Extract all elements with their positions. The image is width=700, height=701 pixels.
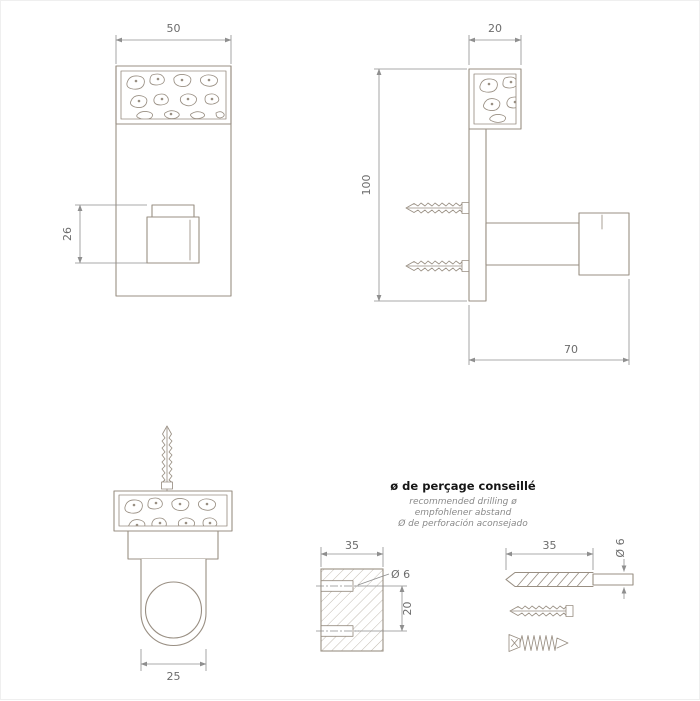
drill-hole-bottom <box>316 625 359 637</box>
dim-hole-spacing: 20 <box>355 585 414 632</box>
wall-plug-detail <box>509 605 574 617</box>
drill-bit <box>505 571 634 588</box>
drilling-title: ø de perçage conseillé <box>390 479 536 493</box>
drilling-translation-es: Ø de perforación aconsejado <box>397 518 528 529</box>
dim-drill-diameter-label: Ø 6 <box>614 538 627 557</box>
bottom-decor-band-inner <box>118 494 228 527</box>
bottom-hook-ring <box>144 581 203 639</box>
side-hook-arm <box>485 222 580 266</box>
drilling-translation-de: empfohlener abstand <box>415 508 512 518</box>
dim-side-height-label: 100 <box>360 175 373 196</box>
front-hook-cap <box>151 204 195 218</box>
dim-drilling-depth-label: 35 <box>543 539 557 552</box>
dim-side-height: 100 <box>360 68 467 302</box>
drill-hole-top <box>316 580 359 592</box>
dim-hole-diameter-label: Ø 6 <box>391 568 410 581</box>
dim-side-projection: 70 <box>468 279 630 365</box>
side-hook-knob <box>578 212 630 276</box>
dim-front-hook-height: 26 <box>61 204 147 264</box>
dim-drilling-depth: 35 <box>505 539 594 570</box>
dim-hole-spacing-label: 20 <box>401 602 414 616</box>
dim-template-width: 35 <box>320 539 384 567</box>
side-mounting-plate <box>468 128 487 302</box>
front-decor-band-inner <box>120 70 227 120</box>
hole-template: 35 Ø 6 20 <box>316 539 414 652</box>
side-view: 20 100 70 <box>360 22 630 365</box>
dim-side-depth: 20 <box>468 22 522 65</box>
screw-recess-icon <box>511 639 518 647</box>
front-decor-band <box>115 65 232 125</box>
dim-bottom-width-label: 25 <box>167 670 181 683</box>
bottom-hook-outline <box>140 559 207 647</box>
dim-front-hook-height-label: 26 <box>61 227 74 241</box>
drill-detail: 35 Ø 6 <box>505 538 634 652</box>
drill-shank <box>592 573 634 586</box>
dim-front-width-label: 50 <box>167 22 181 35</box>
drilling-translation-en: recommended drilling ø <box>409 497 517 507</box>
wall-plug-top <box>405 202 470 214</box>
dim-bottom-width: 25 <box>140 649 207 683</box>
drilling-note: ø de perçage conseillé recommended drill… <box>390 479 536 529</box>
wall-plug-bottom <box>405 260 470 272</box>
dim-drill-diameter: Ø 6 <box>614 538 627 599</box>
screw <box>508 634 569 652</box>
front-view: 50 26 <box>61 22 232 297</box>
side-decor-cap-inner <box>473 73 517 125</box>
dim-template-width-label: 35 <box>345 539 359 552</box>
wall-plug-vertical <box>161 425 173 490</box>
dim-side-depth-label: 20 <box>488 22 502 35</box>
dim-hole-diameter: Ø 6 <box>357 568 410 586</box>
dim-side-projection-label: 70 <box>564 343 578 356</box>
dim-front-width: 50 <box>115 22 232 64</box>
screw-head <box>508 634 521 652</box>
bottom-view: 25 <box>113 425 233 683</box>
bottom-body <box>127 530 219 560</box>
screw-thread <box>519 635 569 651</box>
front-hook-block <box>146 216 200 264</box>
bottom-decor-band <box>113 490 233 532</box>
